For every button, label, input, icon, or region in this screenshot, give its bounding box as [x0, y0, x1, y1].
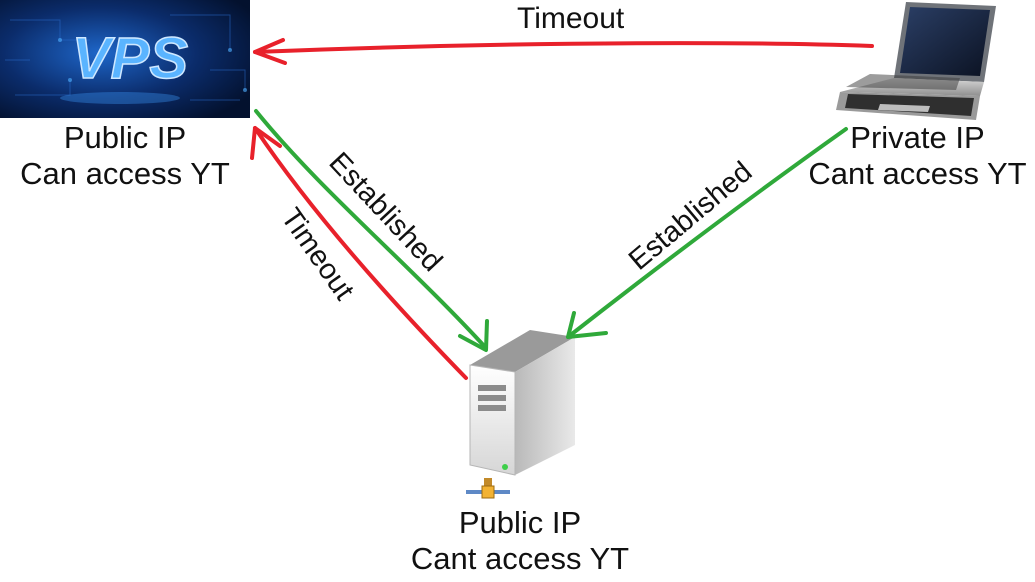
- timeout-arrow: [253, 41, 874, 54]
- laptop-icon: [836, 2, 996, 120]
- server-label: Public IP Cant access YT: [395, 505, 645, 577]
- laptop-label: Private IP Cant access YT: [800, 120, 1035, 192]
- vps-label: Public IP Can access YT: [0, 120, 250, 192]
- edge-label-laptop-to-vps: Timeout: [517, 2, 625, 35]
- server-access-text: Cant access YT: [410, 541, 630, 576]
- laptop-access-text: Cant access YT: [808, 156, 1027, 191]
- edge-server-to-vps: [250, 126, 468, 380]
- edge-laptop-to-vps: [253, 38, 874, 65]
- edge-vps-to-server: [254, 109, 489, 352]
- established-arrow: [566, 127, 848, 339]
- edge-laptop-to-server: [566, 127, 848, 339]
- timeout-arrow: [253, 126, 468, 380]
- vps-ip-text: Public IP: [63, 120, 187, 155]
- laptop-ip-text: Private IP: [850, 120, 985, 155]
- vps-logo-text: VPS: [72, 26, 188, 91]
- established-arrow: [254, 109, 488, 350]
- server-icon: [466, 330, 575, 499]
- server-ip-text: Public IP: [458, 505, 582, 540]
- vps-logo-icon: VPS: [0, 0, 250, 118]
- vps-access-text: Can access YT: [20, 156, 230, 191]
